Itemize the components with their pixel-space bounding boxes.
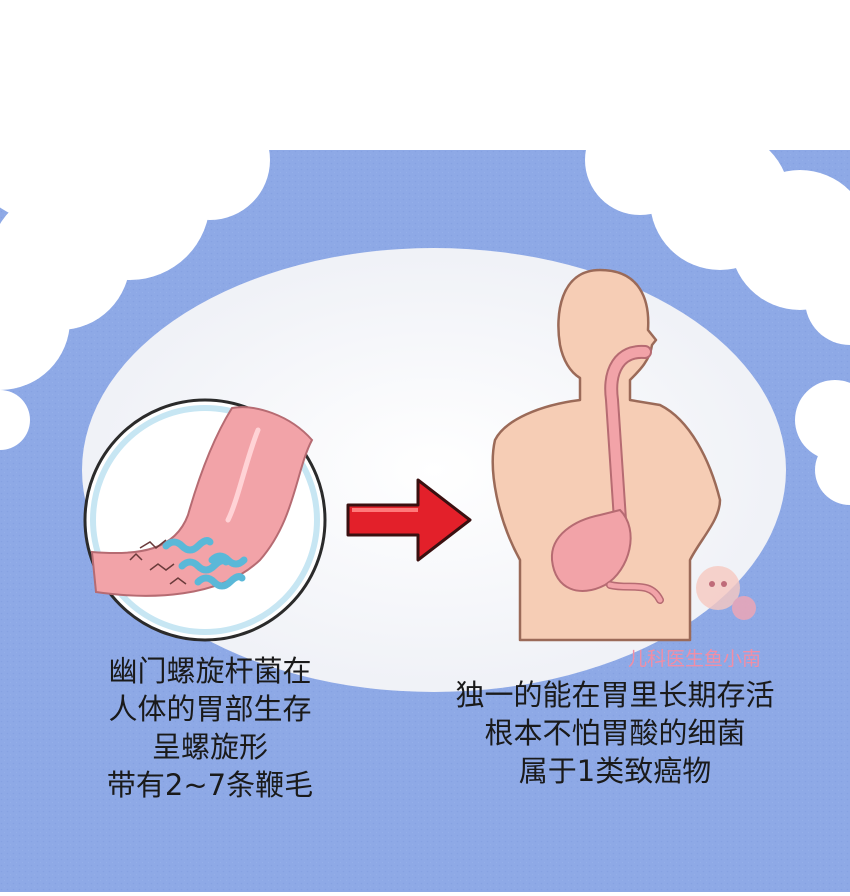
- watermark-text: 儿科医生鱼小南: [628, 648, 762, 670]
- left-caption-line: 幽门螺旋杆菌在: [108, 654, 312, 688]
- left-caption: 幽门螺旋杆菌在 人体的胃部生存 呈螺旋形 带有2~7条鞭毛: [70, 652, 350, 804]
- human-torso-icon: [491, 268, 722, 642]
- cloud-shapes: [0, 170, 850, 505]
- right-caption: 独一的能在胃里长期存活 根本不怕胃酸的细菌 属于1类致癌物: [415, 676, 815, 790]
- right-caption-line: 根本不怕胃酸的细菌: [484, 716, 746, 750]
- right-caption-line: 独一的能在胃里长期存活: [455, 678, 775, 712]
- stomach-closeup-icon: [83, 398, 327, 642]
- left-caption-line: 呈螺旋形: [151, 730, 268, 764]
- arrow-right-icon: [346, 478, 472, 562]
- cartoon-logo-icon: [696, 566, 756, 620]
- left-caption-line: 带有2~7条鞭毛: [106, 768, 314, 802]
- right-caption-line: 属于1类致癌物: [518, 754, 712, 788]
- left-caption-line: 人体的胃部生存: [108, 692, 312, 726]
